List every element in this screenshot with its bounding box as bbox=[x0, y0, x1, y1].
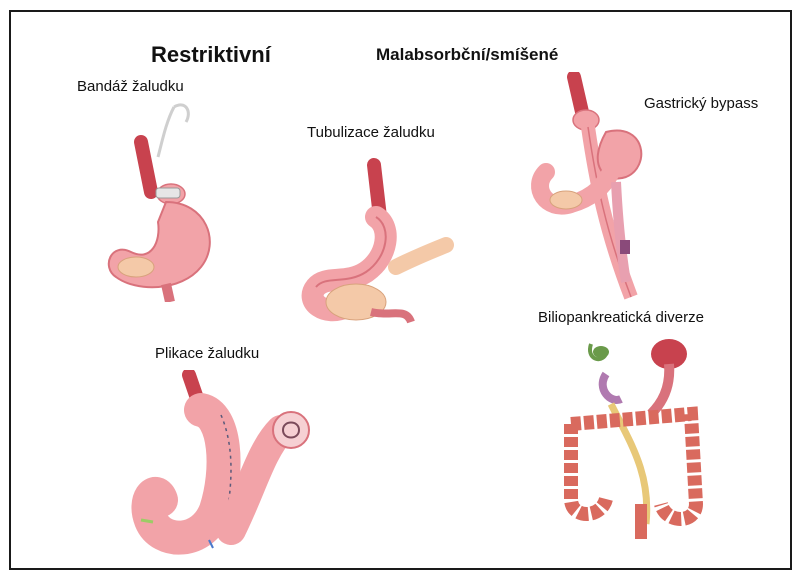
label-biliopancreatic: Biliopankreatická diverze bbox=[538, 309, 704, 326]
plication-illustration bbox=[131, 370, 331, 560]
label-gastric-band: Bandáž žaludku bbox=[77, 78, 184, 95]
heading-restrictive: Restriktivní bbox=[151, 42, 271, 68]
figure-frame: Restriktivní Malabsorbční/smíšené Bandáž… bbox=[9, 10, 792, 570]
biliopancreatic-illustration bbox=[551, 334, 731, 549]
label-plication: Plikace žaludku bbox=[155, 345, 259, 362]
label-sleeve: Tubulizace žaludku bbox=[307, 124, 435, 141]
bypass-illustration bbox=[526, 72, 676, 302]
gastric-band-illustration bbox=[96, 102, 246, 302]
heading-malabsorptive: Malabsorbční/smíšené bbox=[376, 45, 558, 65]
sleeve-illustration bbox=[296, 157, 456, 332]
